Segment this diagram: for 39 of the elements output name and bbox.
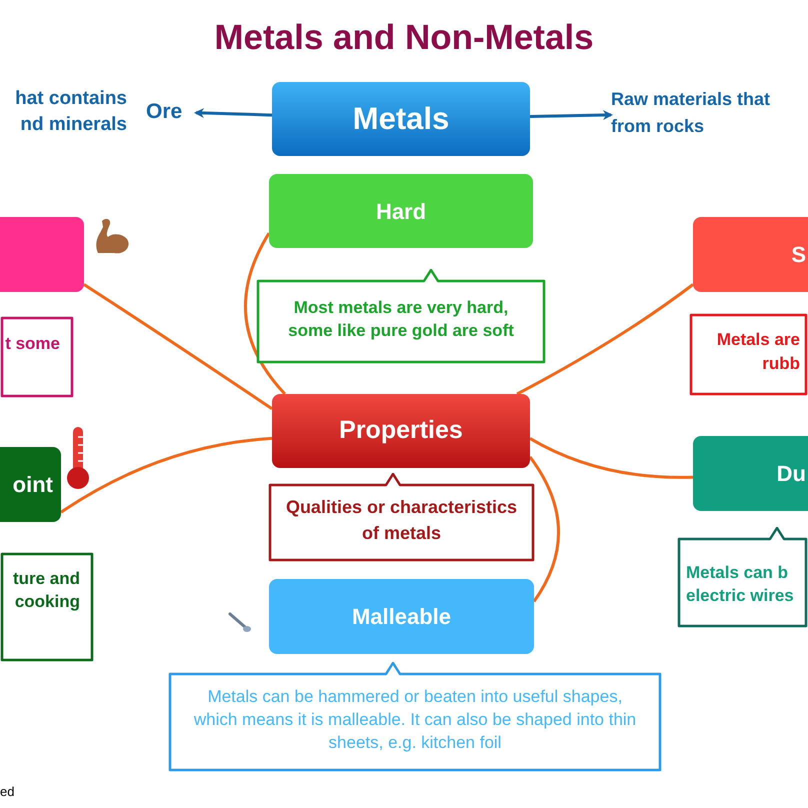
- callout-text: Metals are rubb: [716, 329, 800, 375]
- property-box: [693, 436, 808, 511]
- callout-box: [168, 662, 662, 772]
- arrow: [194, 108, 272, 118]
- node-text: Raw materials that from rocks: [611, 89, 770, 136]
- title: Metals and Non-Metals: [213, 17, 595, 59]
- connector-line: [83, 283, 273, 410]
- property-box: [693, 217, 808, 292]
- box-label: Hard: [376, 198, 426, 226]
- note-text: hat contains nd minerals: [14, 87, 127, 137]
- box-label: Metals: [352, 100, 450, 138]
- property-box: [0, 447, 61, 522]
- box-label: Properties: [339, 415, 463, 446]
- callout-box: [268, 473, 535, 562]
- connector-line: [516, 283, 694, 396]
- topic-box: [272, 82, 530, 156]
- node-text: Ore: [146, 99, 182, 126]
- connector-line: [529, 437, 694, 479]
- callout-text: Metals can b electric wires: [686, 562, 795, 607]
- callout-box: [256, 269, 546, 364]
- note-text: ed: [0, 783, 14, 801]
- connector-line: [244, 232, 286, 395]
- arrow: [530, 110, 613, 120]
- callout-text: Qualities or characteristics of metals: [284, 496, 518, 545]
- callout-text: Metals can be hammered or beaten into useful shapes, which means it is malleable. It can also be shaped into thin sheets, e.g. kitchen foil: [192, 686, 638, 754]
- central-box: [272, 394, 530, 468]
- callout-box: [677, 527, 808, 628]
- box-label: S: [791, 241, 806, 269]
- connector-line: [528, 456, 560, 602]
- box-label: oint: [12, 471, 53, 499]
- callout-text: Most metals are very hard, some like pure gold are soft: [287, 297, 515, 342]
- callout-text: ture and cooking: [12, 568, 80, 613]
- connector-line: [60, 436, 272, 514]
- property-box: [0, 217, 84, 292]
- box-label: Malleable: [352, 603, 452, 631]
- box-label: Du: [776, 460, 806, 488]
- property-box: [269, 174, 533, 248]
- property-box: [269, 579, 534, 654]
- callout-text: t some: [5, 333, 60, 355]
